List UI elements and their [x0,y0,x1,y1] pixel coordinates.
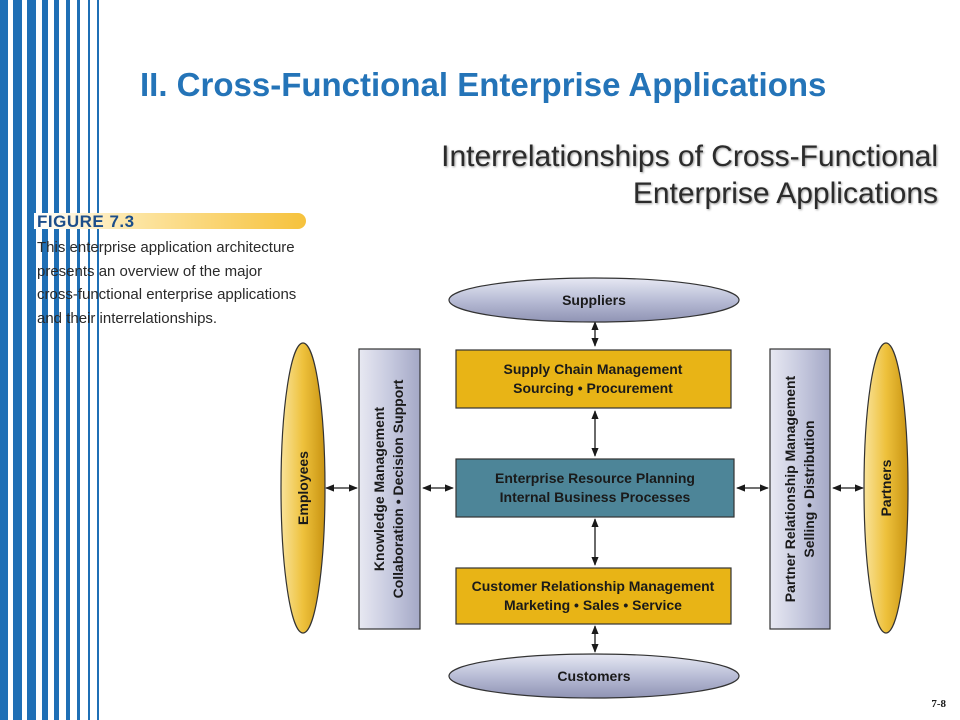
crm-box [455,567,732,625]
slide-title: II. Cross-Functional Enterprise Applicat… [140,66,827,103]
scm-subtitle: Sourcing • Procurement [513,380,673,396]
erp-box [455,458,735,518]
km-box [358,348,421,630]
decorative-stripe [0,0,8,720]
figure-label: FIGURE 7.3 [37,212,135,231]
decorative-stripe [54,0,59,720]
decorative-stripe [13,0,22,720]
suppliers-label: Suppliers [562,292,626,308]
decorative-stripe [97,0,99,720]
scm-title: Supply Chain Management [504,361,683,377]
slide-subtitle: Interrelationships of Cross-Functional E… [441,140,938,210]
customers-ellipse [448,653,740,699]
slide-number: 7-8 [931,698,946,710]
decorative-stripe [66,0,70,720]
employees-ellipse [280,342,326,634]
erp-subtitle: Internal Business Processes [500,489,691,505]
figure-caption: This enterprise application architecture… [37,239,297,327]
partners-ellipse [863,342,909,634]
prm-box [769,348,831,630]
customers-label: Customers [557,668,630,684]
prm-title: Partner Relationship Management [782,375,798,602]
crm-subtitle: Marketing • Sales • Service [504,597,682,613]
decorative-stripe [27,0,36,720]
employees-label: Employees [295,451,311,525]
enterprise-architecture-diagram: Suppliers Customers Employees Partners S… [280,277,909,699]
partners-label: Partners [878,459,894,516]
decorative-stripe [88,0,90,720]
km-subtitle: Collaboration • Decision Support [390,379,406,598]
erp-title: Enterprise Resource Planning [495,470,695,486]
decorative-stripe [42,0,48,720]
figure-label-bar [34,213,306,229]
crm-title: Customer Relationship Management [472,578,715,594]
scm-box [455,349,732,409]
prm-subtitle: Selling • Distribution [801,420,817,557]
suppliers-ellipse [448,277,740,323]
decorative-stripe [77,0,80,720]
km-title: Knowledge Management [371,407,387,571]
